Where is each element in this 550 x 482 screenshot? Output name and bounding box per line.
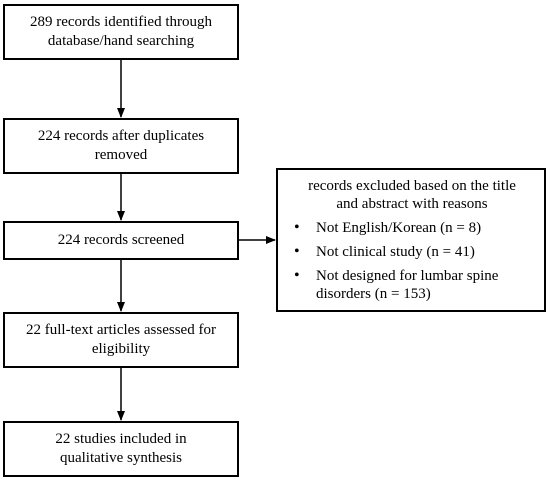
exclusion-reason-not-lumbar-line-1: Not designed for lumbar spine (316, 268, 499, 284)
box-studies-included-line-2: qualitative synthesis (59, 450, 183, 466)
excluded-heading-line-1: records excluded based on the title (308, 178, 516, 194)
exclusion-reason-language: Not English/Korean (n = 8) (288, 219, 536, 237)
exclusion-reasons-list: Not English/Korean (n = 8) Not clinical … (288, 219, 536, 303)
box-after-duplicates-line-1: 224 records after duplicates (37, 128, 205, 144)
box-records-identified: 289 records identified through database/… (3, 4, 239, 60)
exclusion-reason-not-lumbar-line-2: disorders (n = 153) (316, 286, 431, 302)
excluded-heading-line-2: and abstract with reasons (336, 196, 488, 212)
box-full-text-assessed-line-1: 22 full-text articles assessed for (26, 322, 216, 338)
box-records-identified-line-2: database/hand searching (47, 33, 195, 49)
box-records-excluded: records excluded based on the title and … (276, 168, 546, 312)
box-records-identified-line-1: 289 records identified through (29, 14, 213, 30)
excluded-heading: records excluded based on the title and … (288, 177, 536, 213)
box-after-duplicates: 224 records after duplicates removed (3, 118, 239, 174)
box-after-duplicates-line-2: removed (94, 147, 148, 163)
box-records-screened-line-1: 224 records screened (57, 232, 185, 248)
box-studies-included: 22 studies included in qualitative synth… (3, 421, 239, 477)
exclusion-reason-not-lumbar: Not designed for lumbar spine disorders … (288, 267, 536, 303)
exclusion-reason-language-text: Not English/Korean (n = 8) (316, 220, 482, 236)
box-full-text-assessed: 22 full-text articles assessed for eligi… (3, 312, 239, 368)
exclusion-reason-not-clinical: Not clinical study (n = 41) (288, 243, 536, 261)
box-full-text-assessed-line-2: eligibility (91, 341, 151, 357)
box-studies-included-line-1: 22 studies included in (55, 431, 187, 447)
exclusion-reason-not-clinical-text: Not clinical study (n = 41) (316, 244, 475, 260)
box-records-screened: 224 records screened (3, 221, 239, 260)
